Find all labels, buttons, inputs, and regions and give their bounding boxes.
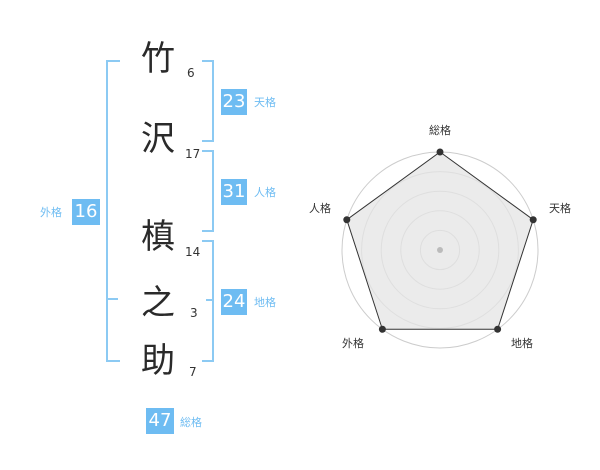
gaikaku-bracket <box>106 60 120 362</box>
soukaku-value-box: 47 <box>146 408 174 434</box>
stroke-count-3: 14 <box>185 245 201 259</box>
radar-axis-label-gaikaku: 外格 <box>342 336 364 350</box>
name-char-5: 助 <box>141 341 175 381</box>
jinkaku-bracket <box>202 150 214 232</box>
radar-data-polygon <box>346 151 534 330</box>
tenkaku-value-box: 23 <box>221 89 247 115</box>
gaikaku-bracket-mid-tick <box>106 298 118 300</box>
gaikaku-label: 外格 <box>40 206 62 219</box>
tenkaku-label: 天格 <box>254 96 276 109</box>
radar-axis-label-jinkaku: 人格 <box>309 201 331 215</box>
radar-point <box>378 325 386 333</box>
stroke-count-5: 7 <box>189 365 197 379</box>
radar-point <box>343 216 351 224</box>
chikaku-label: 地格 <box>254 296 276 309</box>
name-char-2: 沢 <box>141 119 175 159</box>
chikaku-value-box: 24 <box>221 289 247 315</box>
tenkaku-bracket <box>202 60 214 142</box>
radar-point <box>494 325 502 333</box>
radar-center-dot <box>437 247 443 253</box>
radar-axis-label-tenkaku: 天格 <box>549 201 571 215</box>
chikaku-bracket <box>202 240 214 362</box>
jinkaku-label: 人格 <box>254 186 276 199</box>
jinkaku-value-box: 31 <box>221 179 247 205</box>
radar-axis-label-soukaku: 総格 <box>429 123 451 137</box>
radar-point <box>529 216 537 224</box>
name-char-1: 竹 <box>141 39 175 79</box>
radar-chart: 総格 天格 地格 外格 人格 <box>309 123 571 350</box>
radar-axis-label-chikaku: 地格 <box>511 336 533 350</box>
stroke-count-1: 6 <box>187 66 195 80</box>
name-char-3: 槙 <box>141 217 175 257</box>
radar-points <box>343 148 537 333</box>
radar-point <box>436 148 444 156</box>
name-char-4: 之 <box>141 283 175 323</box>
chikaku-bracket-mid-tick <box>206 299 214 301</box>
stroke-count-2: 17 <box>185 147 201 161</box>
gaikaku-value-box: 16 <box>72 199 100 225</box>
stroke-count-4: 3 <box>190 306 198 320</box>
soukaku-label: 総格 <box>180 416 202 429</box>
